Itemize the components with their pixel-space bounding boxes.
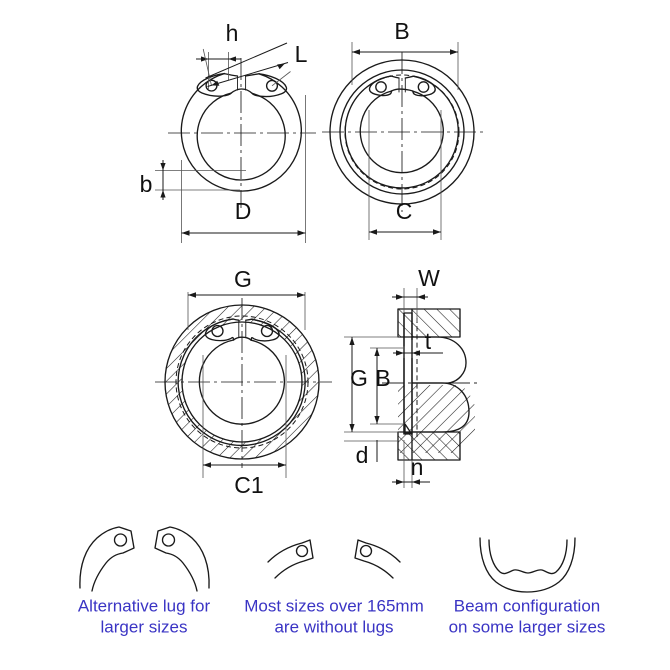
dim-label-n: n xyxy=(411,454,424,480)
gap-top-right-bl xyxy=(245,318,253,321)
dimension-L-tl: L xyxy=(202,41,308,87)
alt-lug-left-shape xyxy=(79,526,135,592)
dim-label-t: t xyxy=(425,328,432,354)
ring-outer-edge-tl xyxy=(180,72,302,192)
dimension-B-tr: B xyxy=(351,18,459,90)
dimension-G-br: G xyxy=(344,336,400,433)
lug-hole-left-tr xyxy=(375,81,387,93)
dim-label-G-br: G xyxy=(350,365,368,391)
ring-inner-edge-tr xyxy=(359,90,444,174)
view-top-right-ring-in-bore: B C xyxy=(322,18,483,240)
lug-left-bl xyxy=(204,318,235,342)
gap-top-left-bl xyxy=(232,318,240,321)
alt-lug-hole-left xyxy=(113,533,128,547)
dim-label-B: B xyxy=(394,18,409,44)
ring-inner-edge-tl xyxy=(196,92,286,181)
footnote-alternative-lug: Alternative lug for larger sizes xyxy=(78,526,211,636)
dimension-W-br: W xyxy=(392,265,440,322)
shaft-lower-profile-br xyxy=(411,382,470,433)
view-bottom-right-side-section: W t G B xyxy=(344,265,478,488)
lug-hole-left-bl xyxy=(211,324,224,338)
ring-gap-bottom-tl xyxy=(230,88,253,95)
footnote-beam-configuration: Beam configuration on some larger sizes xyxy=(449,537,606,636)
gap-top-left-tr xyxy=(390,75,400,79)
dimension-t-br: t xyxy=(393,328,443,358)
no-lug-hole-right xyxy=(359,544,373,558)
footnote-alternative-lug-line2: larger sizes xyxy=(101,617,188,636)
ring-inner-edge-bl xyxy=(198,339,285,425)
groove-hidden-circle-tr xyxy=(344,74,460,190)
dimension-G-bl: G xyxy=(187,266,306,330)
shaft-section-hatch-br xyxy=(398,385,475,453)
ring-outer-edge-bl xyxy=(177,318,306,447)
dimension-C-tr: C xyxy=(368,110,442,240)
lug-left-tl xyxy=(196,72,232,97)
dimension-D-tl: D xyxy=(181,95,306,243)
housing-outer-circle-bl xyxy=(164,304,320,460)
no-lug-right-shape xyxy=(354,539,401,579)
circlip-outline-tl xyxy=(180,72,302,192)
footnote-beam-configuration-line2: on some larger sizes xyxy=(449,617,606,636)
gap-top-right-tr xyxy=(404,75,415,79)
dimension-B-br: B xyxy=(370,347,404,425)
beam-outer-profile xyxy=(479,537,576,593)
groove-circle-tr xyxy=(339,69,465,195)
dim-label-W: W xyxy=(418,265,440,291)
ring-gap-bottom-bl xyxy=(232,336,252,341)
gap-top-left-tl xyxy=(223,72,239,77)
no-lug-hole-left xyxy=(295,544,309,558)
lug-hole-right-tr xyxy=(417,81,430,93)
alt-lug-right-shape xyxy=(154,526,210,592)
dim-label-L: L xyxy=(295,41,308,67)
dimension-d-br: d xyxy=(344,440,398,468)
footnote-without-lugs-line1: Most sizes over 165mm xyxy=(244,596,424,615)
dim-label-h: h xyxy=(226,20,239,46)
dim-label-d: d xyxy=(356,442,369,468)
dimension-h-tl: h xyxy=(196,20,241,90)
view-top-left-free-ring: h L b D xyxy=(140,20,316,243)
dim-label-B-br: B xyxy=(375,365,390,391)
dim-label-D: D xyxy=(235,198,252,224)
lug-right-tl xyxy=(251,73,288,98)
dim-label-G: G xyxy=(234,266,252,292)
lug-right-tr xyxy=(412,75,436,97)
ring-outer-edge-tr xyxy=(344,75,459,189)
lug-hole-right-bl xyxy=(260,324,274,338)
lug-left-tr xyxy=(368,75,393,97)
beam-inner-profile xyxy=(488,539,568,575)
dimension-n-br: n xyxy=(392,440,430,488)
dimension-b-tl: b xyxy=(140,160,246,200)
dim-label-C1: C1 xyxy=(234,472,263,498)
gap-top-right-tl xyxy=(244,73,260,77)
footnote-alternative-lug-line1: Alternative lug for xyxy=(78,596,211,615)
dim-label-b: b xyxy=(140,171,153,197)
housing-bore-circle-bl xyxy=(181,321,303,443)
alt-lug-hole-right xyxy=(161,533,176,547)
view-bottom-left-installed-section: G C1 xyxy=(155,266,332,498)
dim-label-C: C xyxy=(396,198,413,224)
footnote-beam-configuration-line1: Beam configuration xyxy=(454,596,600,615)
lug-right-bl xyxy=(250,318,280,342)
bore-outer-circle-tr xyxy=(329,59,475,205)
no-lug-left-shape xyxy=(267,539,314,579)
groove-hidden-circle-bl xyxy=(175,315,309,449)
footnote-without-lugs-line2: are without lugs xyxy=(274,617,393,636)
dimension-C1-bl: C1 xyxy=(202,355,287,498)
lug-hole-right-tl xyxy=(265,79,279,92)
component-upper-profile-br xyxy=(411,336,467,384)
footnote-without-lugs: Most sizes over 165mm are without lugs xyxy=(244,539,424,636)
ring-gap-bottom-tr xyxy=(390,88,414,92)
